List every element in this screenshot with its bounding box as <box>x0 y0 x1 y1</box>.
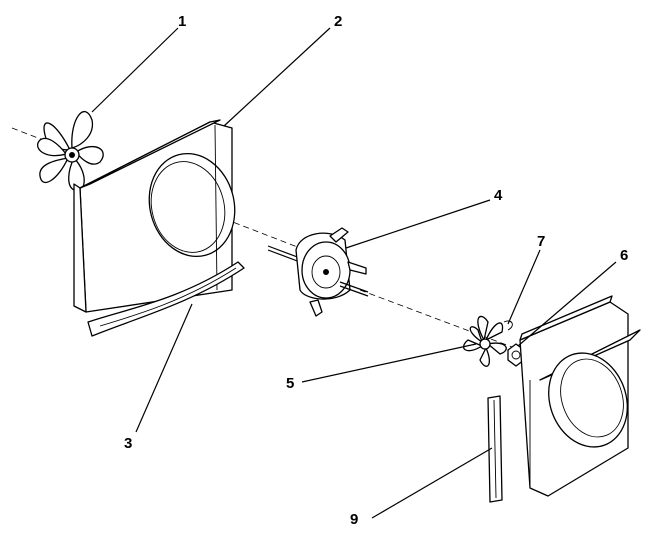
leader-5 <box>301 343 477 383</box>
part-7-clip <box>503 320 513 331</box>
part-9-seal-strip <box>487 395 503 503</box>
part-1-fan-blade <box>37 111 104 192</box>
callout-1: 1 <box>178 13 187 30</box>
part-4-motor <box>267 227 369 317</box>
part-5-fan-blade-small <box>463 315 507 367</box>
leader-2 <box>223 27 331 127</box>
leader-3 <box>135 303 193 433</box>
rear-shroud <box>519 295 641 497</box>
leader-lines <box>91 27 617 519</box>
part-3-gasket-strip <box>87 261 245 337</box>
leader-6 <box>517 261 617 347</box>
part-2-fan-shroud <box>73 119 236 313</box>
callout-4: 4 <box>494 187 503 204</box>
callout-9: 9 <box>350 511 359 528</box>
leader-1 <box>91 27 179 113</box>
leader-4 <box>345 199 491 249</box>
callout-3: 3 <box>124 435 133 452</box>
leader-7 <box>507 249 541 325</box>
callout-2: 2 <box>334 13 343 30</box>
callout-7: 7 <box>537 233 546 250</box>
callout-6: 6 <box>620 247 629 264</box>
leader-9 <box>371 447 493 519</box>
callout-5: 5 <box>286 375 295 392</box>
